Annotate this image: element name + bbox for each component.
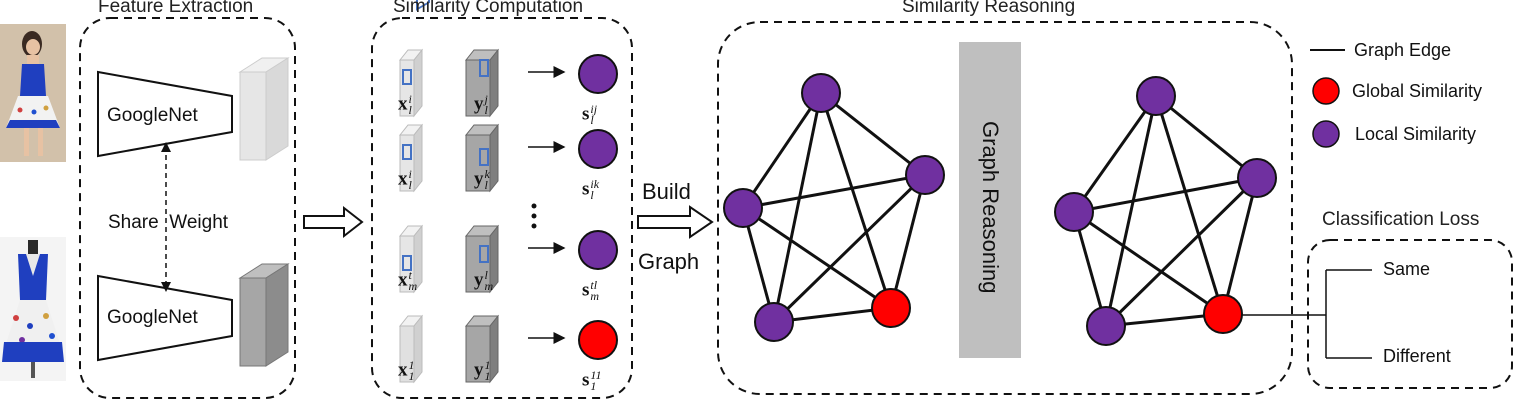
graph-right-edge-1-3	[1104, 176, 1259, 328]
x-feature-cube-side-3	[413, 314, 423, 384]
graph-label: Graph	[638, 249, 700, 274]
output-same-label: Same	[1383, 259, 1431, 279]
googlenet-top-shape	[97, 70, 233, 158]
graph-reasoning-label: Graph Reasoning	[978, 121, 1003, 294]
feature-extraction-box	[79, 17, 296, 399]
x-feature-cube-3	[399, 325, 415, 383]
graph-left-edge-1-4	[742, 173, 926, 210]
y-patch-1	[479, 148, 489, 166]
graph-left-edge-2-4	[742, 206, 892, 310]
graph-right-node-2	[1203, 294, 1243, 334]
graph-left-edge-0-1	[820, 91, 926, 177]
person-image-bottom	[0, 237, 66, 381]
hollow-arrow-2	[637, 205, 714, 239]
graph-left-edge-1-3	[772, 173, 927, 324]
graph-right-edge-0-1	[1155, 94, 1258, 180]
graph-left-edge-0-2	[819, 92, 893, 309]
graph-right-node-4	[1054, 192, 1094, 232]
graph-left-node-1	[905, 155, 945, 195]
legend-local-dot	[1312, 120, 1340, 148]
x-patch-0	[402, 69, 412, 85]
legend-global-dot	[1312, 77, 1340, 105]
graph-left-edge-0-4	[741, 92, 823, 209]
hollow-arrow-1	[303, 205, 364, 239]
googlenet-top-label: GoogleNet	[107, 105, 198, 126]
y-patch-0	[479, 59, 489, 77]
title-classification-loss: Classification Loss	[1322, 209, 1480, 230]
person-image-top	[0, 24, 66, 162]
graph-right-edge-0-2	[1154, 95, 1225, 315]
share-weight-label: Share Weight	[108, 212, 229, 233]
graph-right-edge-2-4	[1073, 210, 1224, 316]
title-similarity-computation: Similarity Computation	[393, 0, 584, 17]
similarity-node-2	[578, 230, 618, 270]
x-feature-cube-side-0	[413, 48, 423, 118]
similarity-reasoning-box	[717, 21, 1293, 395]
output-different-label: Different	[1383, 346, 1451, 366]
legend-edge-label: Graph Edge	[1354, 40, 1452, 60]
x-patch-2	[402, 255, 412, 271]
graph-left-node-2	[871, 288, 911, 328]
y-feature-cube-2	[465, 235, 491, 293]
y-feature-cube-side-3	[489, 314, 499, 384]
x-patch-1	[402, 144, 412, 160]
similarity-node-3	[578, 320, 618, 360]
y-feature-cube-side-1	[489, 123, 499, 193]
y-patch-2	[479, 245, 489, 263]
similarity-computation-box	[371, 17, 633, 399]
graph-reasoning-bar	[959, 42, 1021, 358]
graph-left-edge-1-2	[889, 174, 927, 309]
classification-loss-box	[1307, 239, 1513, 389]
build-label: Build	[642, 179, 691, 204]
graph-right-edge-1-2	[1221, 177, 1259, 315]
graph-right-edge-0-3	[1104, 95, 1158, 327]
title-feature-extraction: Feature Extraction	[98, 0, 254, 17]
x-patch-2	[416, 0, 430, 11]
googlenet-bottom-shape	[97, 274, 233, 362]
graph-left-node-3	[754, 302, 794, 342]
x-feature-cube-2	[399, 235, 415, 293]
feature-cube-top	[238, 57, 290, 161]
legend-global-label: Global Similarity	[1352, 81, 1483, 101]
graph-left-node-4	[723, 188, 763, 228]
graph-right-edge-1-4	[1073, 176, 1258, 214]
graph-left-node-0	[801, 73, 841, 113]
y-feature-cube-3	[465, 325, 491, 383]
title-similarity-reasoning: Similarity Reasoning	[902, 0, 1076, 17]
y-feature-cube-0	[465, 59, 491, 117]
graph-right-node-3	[1086, 306, 1126, 346]
similarity-node-1	[578, 129, 618, 169]
googlenet-bottom-label: GoogleNet	[107, 307, 198, 328]
graph-left-edge-0-3	[772, 92, 823, 323]
feature-cube-bottom	[238, 263, 290, 367]
similarity-node-0	[578, 54, 618, 94]
x-feature-cube-side-1	[413, 123, 423, 193]
legend-local-label: Local Similarity	[1355, 124, 1477, 144]
y-feature-cube-1	[465, 134, 491, 192]
graph-right-edge-0-4	[1072, 95, 1158, 213]
graph-right-node-0	[1136, 76, 1176, 116]
graph-right-node-1	[1237, 158, 1277, 198]
y-feature-cube-side-0	[489, 48, 499, 118]
